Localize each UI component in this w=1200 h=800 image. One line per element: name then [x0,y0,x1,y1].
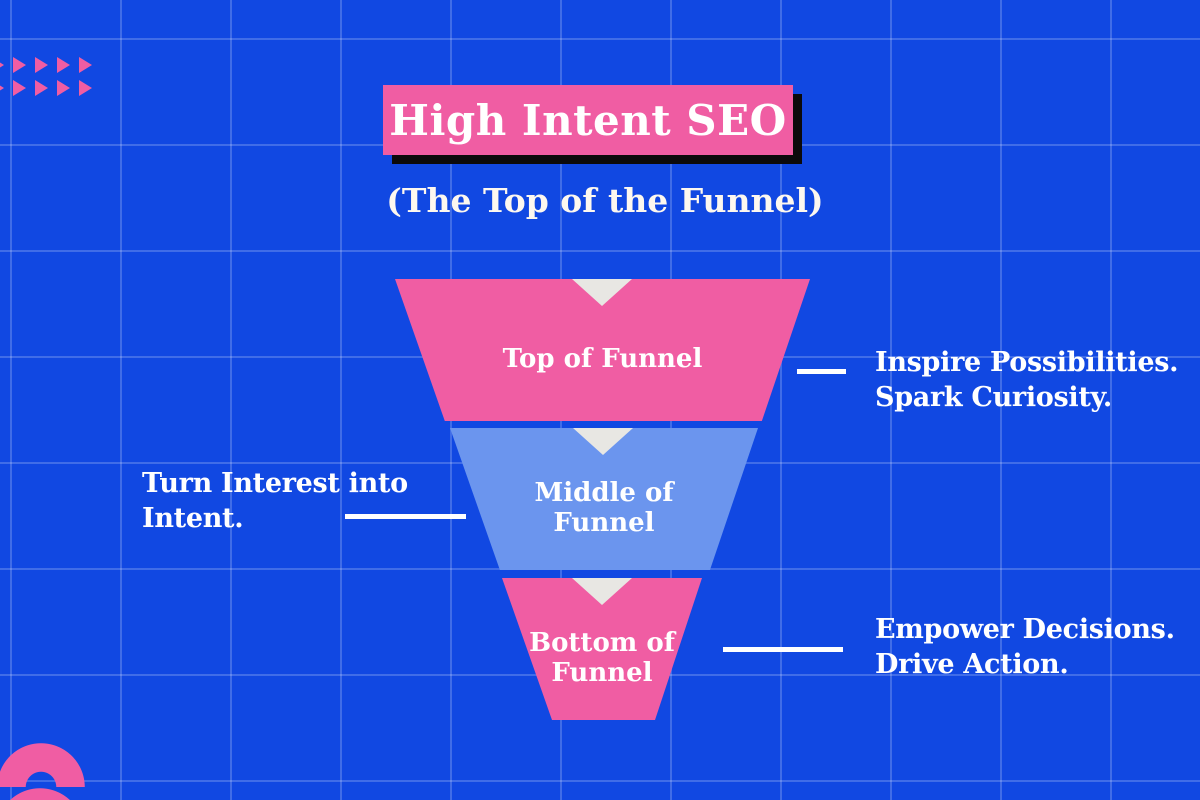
annotation-line-text: Intent. [142,503,244,534]
triangle-icon [13,80,26,96]
annotation-bottom-right: Empower Decisions. Drive Action. [875,612,1175,682]
arch-icon [0,743,85,787]
triangle-icon [79,80,92,96]
label-line: Bottom of [529,628,675,658]
annotation-line-text: Inspire Possibilities. [875,347,1179,378]
label-line: Top of Funnel [502,344,703,374]
annotation-top-right: Inspire Possibilities. Spark Curiosity. [875,345,1179,415]
annotation-line-bottom-right [723,647,843,652]
triangle-icon [57,80,70,96]
triangle-row [0,57,92,73]
arch-icon [0,788,84,800]
page-subtitle: (The Top of the Funnel) [386,181,824,220]
annotation-line-text: Drive Action. [875,649,1069,680]
triangle-icon [0,80,4,96]
triangle-icon [79,57,92,73]
funnel-segment-top-label: Top of Funnel [395,279,810,421]
label-line: Funnel [553,508,655,538]
label-line: Middle of [534,478,674,508]
annotation-line-text: Spark Curiosity. [875,382,1112,413]
triangle-icon [35,80,48,96]
triangle-row [0,80,92,96]
triangle-icon [35,57,48,73]
funnel-segment-bottom: Bottom of Funnel [502,578,702,720]
funnel-segment-middle: Middle of Funnel [450,428,758,570]
funnel-segment-top: Top of Funnel [395,279,810,421]
page-title: High Intent SEO [389,95,787,145]
triangle-icon [13,57,26,73]
annotation-line-middle-left [345,514,466,519]
funnel-segment-bottom-label: Bottom of Funnel [502,578,702,720]
triangle-pattern [0,57,92,96]
annotation-line-top-right [797,369,846,374]
triangle-icon [57,57,70,73]
label-line: Funnel [551,658,653,688]
triangle-icon [0,57,4,73]
annotation-line-text: Empower Decisions. [875,614,1175,645]
annotation-line-text: Turn Interest into [142,468,408,499]
funnel-segment-middle-label: Middle of Funnel [450,428,758,570]
annotation-middle-left: Turn Interest into Intent. [142,466,408,536]
title-banner: High Intent SEO [383,85,793,155]
